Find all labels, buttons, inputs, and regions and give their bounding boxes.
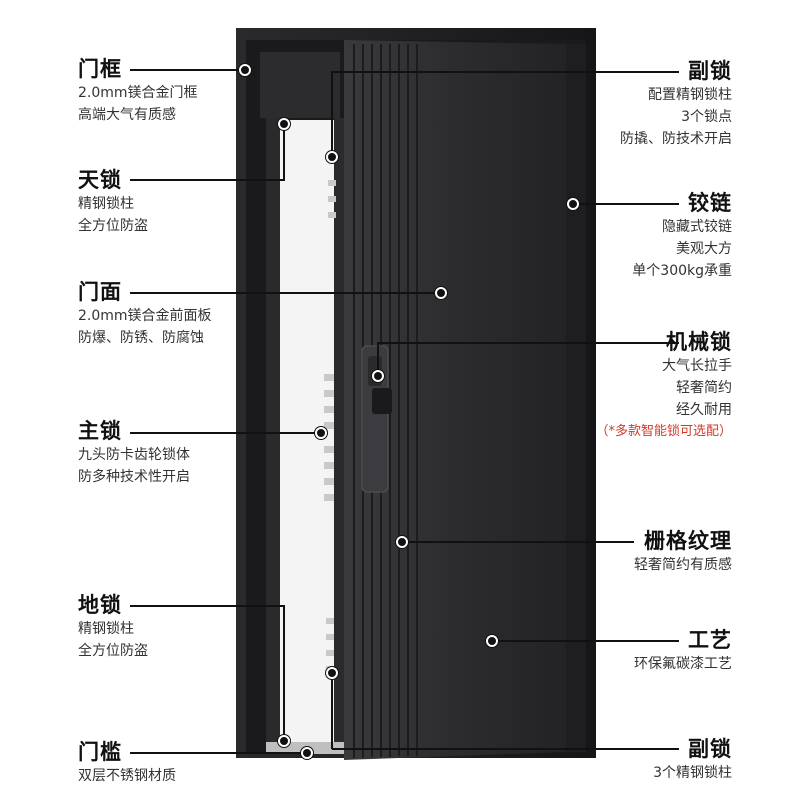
marker-top-lock: [278, 118, 290, 130]
main-lock-pins: [324, 374, 334, 501]
callout-main-lock: 主锁 九头防卡齿轮锁体 防多种技术性开启: [78, 419, 190, 485]
leader-hinge: [574, 203, 679, 205]
smart-lock-note: （*多款智能锁可选配）: [595, 424, 732, 439]
leader-ground-lock: [130, 605, 284, 607]
marker-main-lock: [315, 427, 327, 439]
marker-threshold: [301, 747, 313, 759]
leader-top-lock: [130, 179, 284, 181]
leader-frame: [130, 69, 244, 71]
callout-aux-lock-bottom: 副锁 3个精钢锁柱: [653, 737, 732, 781]
marker-grille: [396, 536, 408, 548]
callout-threshold: 门槛 双层不锈钢材质: [78, 740, 176, 784]
callout-ground-lock: 地锁 精钢锁柱 全方位防盗: [78, 593, 148, 659]
leader-craft: [492, 640, 679, 642]
leader-door-face: [130, 292, 440, 294]
callout-frame: 门框 2.0mm镁合金门框 高端大气有质感: [78, 57, 198, 123]
leader-grille: [402, 541, 634, 543]
marker-aux-lock-top: [326, 151, 338, 163]
marker-frame: [239, 64, 251, 76]
callout-hinge: 铰链 隐藏式铰链 美观大方 单个300kg承重: [632, 191, 732, 279]
callout-craft: 工艺 环保氟碳漆工艺: [634, 628, 732, 672]
callout-aux-lock-top: 副锁 配置精钢锁柱 3个锁点 防撬、防技术开启: [620, 59, 732, 147]
callout-grille: 栅格纹理 轻奢简约有质感: [634, 529, 732, 573]
marker-craft: [486, 635, 498, 647]
callout-title: 门框: [78, 57, 122, 81]
marker-door-face: [435, 287, 447, 299]
callout-door-face: 门面 2.0mm镁合金前面板 防爆、防锈、防腐蚀: [78, 280, 212, 346]
callout-mech-lock: 机械锁 大气长拉手 轻奢简约 经久耐用 （*多款智能锁可选配）: [595, 329, 732, 443]
leader-aux-lock-top: [332, 71, 679, 73]
leader-mech-lock: [378, 342, 679, 344]
leader-threshold: [130, 752, 306, 754]
leader-aux-lock-bottom: [332, 748, 679, 750]
marker-mech-lock: [372, 370, 384, 382]
leader-main-lock: [130, 432, 320, 434]
top-lock-pins: [328, 180, 336, 218]
marker-hinge: [567, 198, 579, 210]
callout-top-lock: 天锁 精钢锁柱 全方位防盗: [78, 168, 148, 234]
marker-ground-lock: [278, 735, 290, 747]
marker-aux-lock-bottom: [326, 667, 338, 679]
